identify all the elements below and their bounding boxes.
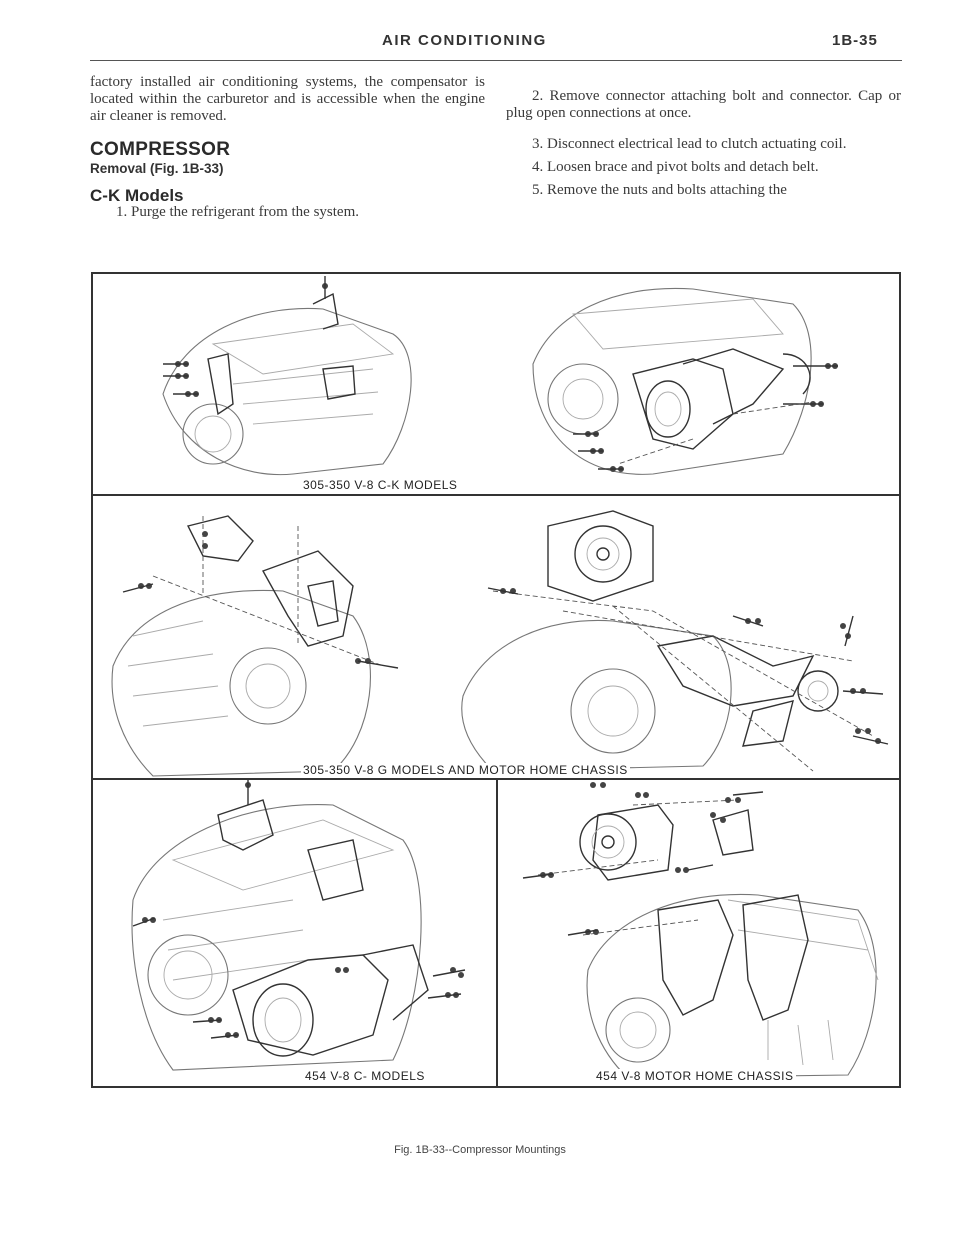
step-4: 4. Loosen brace and pivot bolts and deta… bbox=[532, 159, 819, 175]
figure-panel-305-350-ck: 305-350 V-8 C-K MODELS bbox=[91, 272, 901, 498]
figure-panel-305-350-g: 305-350 V-8 G MODELS AND MOTOR HOME CHAS… bbox=[91, 494, 901, 782]
page-header: AIR CONDITIONING 1B-35 bbox=[0, 30, 960, 54]
engine-illustration-g bbox=[111, 510, 889, 777]
step-3: 3. Disconnect electrical lead to clutch … bbox=[532, 136, 847, 152]
panel-caption-454-c: 454 V-8 C- MODELS bbox=[303, 1069, 427, 1083]
engine-illustration-454-motor-home bbox=[522, 782, 879, 1079]
figure-panel-454-c: 454 V-8 C- MODELS bbox=[91, 778, 500, 1088]
figure-caption: Fig. 1B-33--Compressor Mountings bbox=[394, 1144, 566, 1156]
panel-caption-ck: 305-350 V-8 C-K MODELS bbox=[301, 478, 460, 492]
intro-paragraph: factory installed air conditioning syste… bbox=[90, 74, 485, 124]
header-rule bbox=[90, 60, 902, 61]
right-column: 2. Remove connector attaching bolt and c… bbox=[506, 88, 901, 199]
step-5: 5. Remove the nuts and bolts attaching t… bbox=[532, 182, 787, 198]
panel-caption-454-motor-home: 454 V-8 MOTOR HOME CHASSIS bbox=[594, 1069, 796, 1083]
figure-panel-454-motor-home: 454 V-8 MOTOR HOME CHASSIS bbox=[496, 778, 901, 1088]
panel-caption-g: 305-350 V-8 G MODELS AND MOTOR HOME CHAS… bbox=[301, 763, 630, 777]
page-number: 1B-35 bbox=[832, 32, 878, 49]
step-2: 2. Remove connector attaching bolt and c… bbox=[506, 88, 901, 121]
engine-illustration-454-c bbox=[131, 780, 466, 1071]
engine-illustration-ck bbox=[162, 276, 838, 476]
removal-subheading: Removal (Fig. 1B-33) bbox=[90, 161, 224, 176]
left-column: factory installed air conditioning syste… bbox=[90, 74, 485, 221]
ck-models-heading: C-K Models bbox=[90, 186, 184, 205]
step-1: 1. Purge the refrigerant from the system… bbox=[116, 204, 359, 220]
compressor-heading: COMPRESSOR bbox=[90, 139, 231, 160]
section-title: AIR CONDITIONING bbox=[382, 32, 547, 49]
